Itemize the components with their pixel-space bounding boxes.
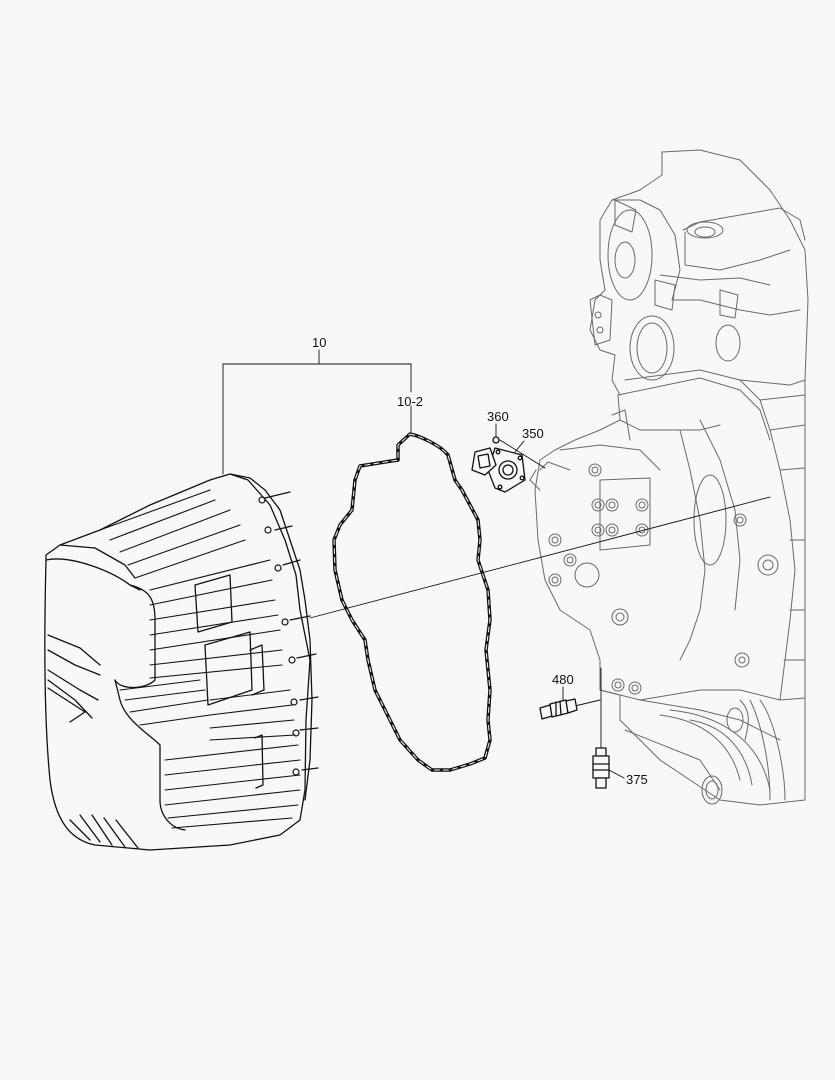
gasket [332,432,492,772]
callout-375: 375 [626,772,648,787]
callout-360: 360 [487,409,509,424]
transmission-housing [529,149,809,806]
screw-360 [492,436,500,444]
callout-10: 10 [312,335,327,350]
switch-375 [592,747,610,789]
leader-lines [222,349,771,779]
sensor-350 [471,447,526,493]
callout-350: 350 [522,426,544,441]
callout-480: 480 [552,672,574,687]
oil-pan-cover [44,473,319,851]
callout-10-2: 10-2 [397,394,424,409]
sensor-480 [539,698,578,720]
